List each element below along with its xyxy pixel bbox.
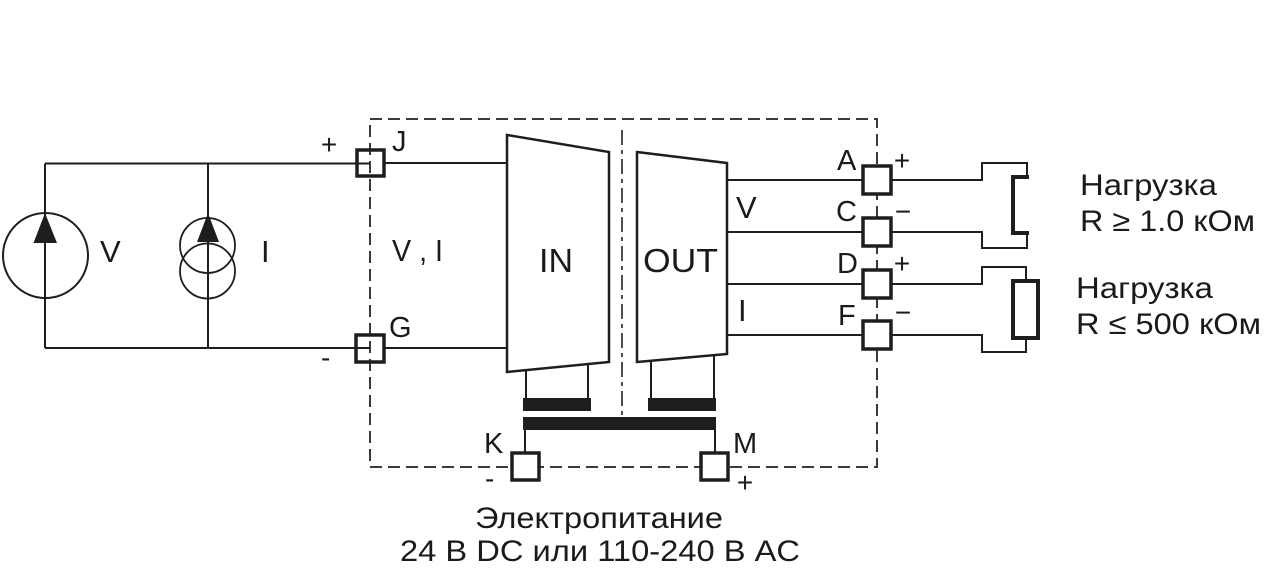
current-source-symbol	[179, 163, 236, 348]
terminal-d	[861, 268, 893, 300]
voltage-load-wire-top	[891, 162, 1028, 181]
terminal-c-label: C	[836, 196, 857, 228]
transformer-winding-input	[523, 398, 591, 411]
terminal-a-polarity: +	[894, 145, 910, 176]
resistor-icon	[1011, 279, 1040, 340]
output-voltage-label: V	[736, 190, 757, 225]
terminal-j-label: J	[392, 126, 407, 158]
terminal-g-label: G	[389, 312, 412, 344]
voltage-source-circle	[2, 212, 89, 299]
terminal-j-polarity: +	[321, 129, 337, 160]
current-source-label: I	[261, 234, 270, 269]
power-supply-title: Электропитание	[475, 502, 723, 535]
current-load-wire-bottom	[891, 334, 1027, 353]
isolator-housing-outline	[369, 118, 878, 468]
terminal-k	[510, 451, 541, 482]
output-block-label: OUT	[643, 242, 718, 279]
voltage-load-wire-bottom	[891, 231, 1028, 249]
power-transformer	[523, 355, 716, 453]
signal-sources: V I	[2, 162, 370, 349]
output-block	[635, 150, 729, 364]
voltage-source-symbol	[2, 163, 89, 348]
terminal-a	[861, 164, 893, 196]
input-block-label: IN	[539, 242, 573, 279]
terminal-a-label: A	[837, 145, 857, 177]
current-source-arrow-icon	[197, 213, 219, 242]
power-supply-spec: 24 В DC или 110-240 В AC	[400, 535, 800, 568]
output-current-label: I	[738, 293, 747, 328]
terminal-d-label: D	[837, 248, 858, 280]
terminal-m-polarity: +	[737, 467, 753, 498]
terminal-d-polarity: +	[894, 248, 910, 279]
terminal-c	[861, 216, 893, 248]
terminal-k-polarity: -	[485, 463, 494, 494]
voltage-load-spec: R ≥ 1.0 кОм	[1080, 205, 1255, 238]
voltage-source-label: V	[100, 234, 121, 269]
terminal-f-polarity: −	[895, 297, 911, 328]
current-source-circle-lower	[179, 242, 236, 300]
transformer-winding-output	[648, 398, 716, 411]
voltage-load-element	[1011, 175, 1029, 235]
current-load-wire-top	[891, 266, 1027, 285]
terminal-g-polarity: -	[321, 342, 330, 373]
current-load-title: Нагрузка	[1076, 272, 1213, 305]
terminal-m	[699, 451, 730, 482]
terminal-m-label: M	[733, 428, 757, 460]
voltage-load	[891, 162, 1029, 249]
terminal-f	[861, 319, 893, 351]
transformer-winding-primary	[523, 417, 716, 430]
terminal-c-polarity: −	[895, 196, 911, 227]
terminal-k-label: K	[484, 428, 504, 460]
current-load	[891, 266, 1040, 353]
terminal-f-label: F	[838, 300, 856, 332]
current-load-spec: R ≤ 500 кОм	[1076, 308, 1261, 341]
voltage-source-arrow-icon	[33, 213, 57, 243]
input-signal-label: V , I	[392, 233, 443, 268]
voltage-load-title: Нагрузка	[1080, 169, 1217, 202]
input-block	[505, 133, 611, 374]
